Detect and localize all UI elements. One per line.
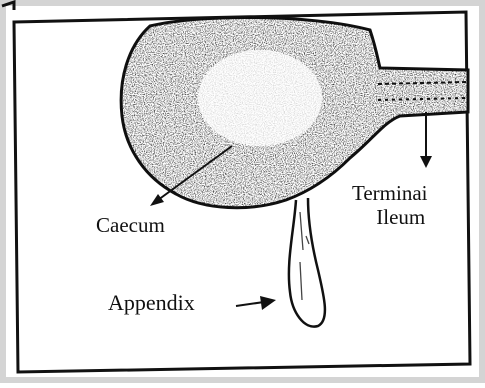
caecum-label: Caecum <box>96 213 165 237</box>
appendix-label: Appendix <box>108 291 195 315</box>
terminal-ileum-label: Terminai Ileum <box>352 181 428 229</box>
terminal-label-line: Terminai <box>352 181 428 205</box>
ileum-label-line: Ileum <box>374 205 428 229</box>
